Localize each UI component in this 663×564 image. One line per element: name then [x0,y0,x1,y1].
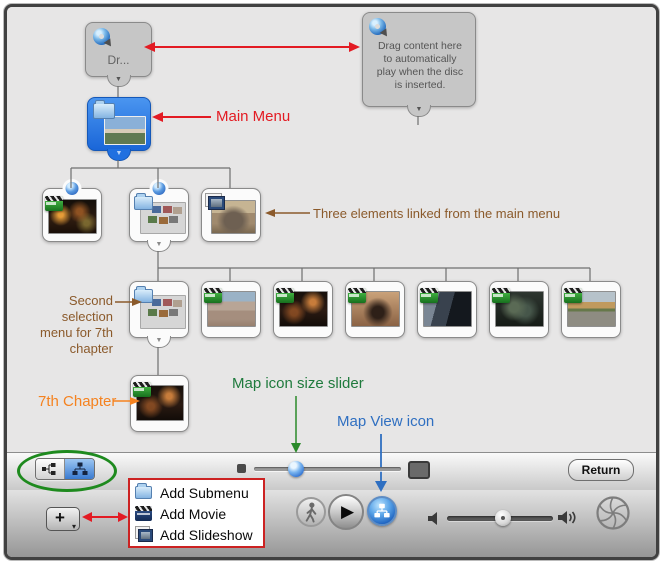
walking-person-icon [305,502,317,523]
size-slider-min-icon[interactable] [237,464,246,473]
menu-thumbnail [104,116,146,145]
clapperboard-icon [45,196,63,211]
slideshow-node[interactable] [201,188,261,242]
map-icon-size-slider-track[interactable] [254,467,401,471]
seventh-chapter-annotation: 7th Chapter [38,393,117,410]
plus-icon: + [55,508,65,527]
movie-thumbnail [45,196,97,234]
menu-item-add-submenu[interactable]: Add Submenu [130,482,263,503]
main-menu-annotation: Main Menu [216,108,291,125]
idvd-map-window: Dr... ▼ Drag content here to automatical… [4,4,659,560]
movie-thumbnail [564,288,616,327]
map-view-canvas[interactable]: Dr... ▼ Drag content here to automatical… [7,7,656,522]
folder-icon [134,286,153,303]
menu-item-add-slideshow[interactable]: Add Slideshow [130,524,263,545]
clapperboard-icon [492,288,510,303]
burn-button[interactable] [594,494,632,532]
autoplay-hint-text: Drag content here to automatically play … [376,40,464,91]
add-button[interactable]: + ▾ [46,507,80,531]
play-icon: ▶ [340,502,355,521]
movie-thumbnail [492,288,544,327]
autoplay-node[interactable]: Dr... ▼ [85,22,152,87]
second-selection-annotation: Second selection menu for 7th chapter [40,293,113,356]
clapperboard-icon [564,288,582,303]
movie-thumbnail [204,288,256,327]
clapperboard-icon [276,288,294,303]
down-arrow-icon: ▼ [155,241,163,248]
collapse-tab[interactable]: ▼ [407,105,431,117]
submenu-node[interactable]: ▼ [129,281,189,348]
dvd-icon [369,18,386,35]
size-slider-annotation: Map icon size slider [232,375,364,392]
main-menu-node[interactable]: ▼ [87,97,151,161]
folder-icon [134,193,153,210]
clapperboard-icon [133,382,151,397]
collapse-tab[interactable]: ▼ [147,336,171,348]
movie-thumbnail [420,288,472,327]
down-arrow-icon: ▼ [115,76,122,83]
preview-play-button[interactable]: ▶ [328,494,364,530]
clapperboard-icon [420,288,438,303]
menu-item-label: Add Submenu [160,484,249,501]
movie-node[interactable] [489,281,549,338]
map-view-tree-icon [374,503,390,518]
clapperboard-icon [204,288,222,303]
autoplay-double-arrow [144,42,360,52]
map-view-annotation: Map View icon [337,413,435,430]
down-arrow-icon: ▼ [115,150,123,157]
folder-icon [93,100,115,119]
motion-button[interactable] [296,497,326,527]
three-elements-annotation: Three elements linked from the main menu [313,206,561,221]
movie-thumbnail [348,288,400,327]
clapperboard-icon [135,506,154,521]
movie-node[interactable] [201,281,261,338]
autoplay-node-label: Dr... [107,53,130,67]
globe-badge-icon [65,182,79,195]
down-arrow-icon: ▼ [155,337,163,344]
caret-down-icon: ▾ [71,522,76,531]
map-view-button[interactable] [367,496,397,526]
return-button-label: Return [581,463,621,477]
movie-node[interactable] [42,182,102,242]
autoplay-hint-box[interactable]: Drag content here to automatically play … [362,12,476,117]
globe-badge-icon [152,182,166,195]
chapter-node[interactable] [130,375,189,432]
movie-thumbnail [133,382,184,421]
movie-node[interactable] [273,281,333,338]
size-slider-max-icon[interactable] [408,461,430,479]
volume-slider-thumb[interactable] [495,510,511,526]
menu-item-label: Add Movie [160,505,227,522]
slideshow-icon [208,196,225,210]
movie-node[interactable] [345,281,405,338]
movie-node[interactable] [417,281,477,338]
return-button[interactable]: Return [568,459,634,481]
volume-high-icon [558,511,576,524]
collapse-tab[interactable]: ▼ [107,149,131,161]
collapse-tab[interactable]: ▼ [147,240,171,252]
down-arrow-icon: ▼ [415,106,423,113]
view-buttons-highlight-ellipse [17,450,117,492]
map-icon-size-slider-thumb[interactable] [288,461,304,477]
menu-item-label: Add Slideshow [160,526,253,543]
collapse-tab[interactable]: ▼ [106,75,131,87]
three-elements-arrow [265,209,310,217]
dvd-icon [93,28,110,45]
volume-low-icon [428,512,437,525]
size-slider-arrow [291,396,301,453]
movie-node[interactable] [561,281,621,338]
clapperboard-icon [348,288,366,303]
slideshow-icon [135,527,154,542]
movie-thumbnail [276,288,328,327]
menu-item-add-movie[interactable]: Add Movie [130,503,263,524]
submenu-node[interactable]: ▼ [129,182,189,252]
add-popup-menu: Add Submenu Add Movie Add Slideshow [128,478,265,548]
main-menu-arrow [152,112,211,122]
folder-icon [135,483,154,500]
